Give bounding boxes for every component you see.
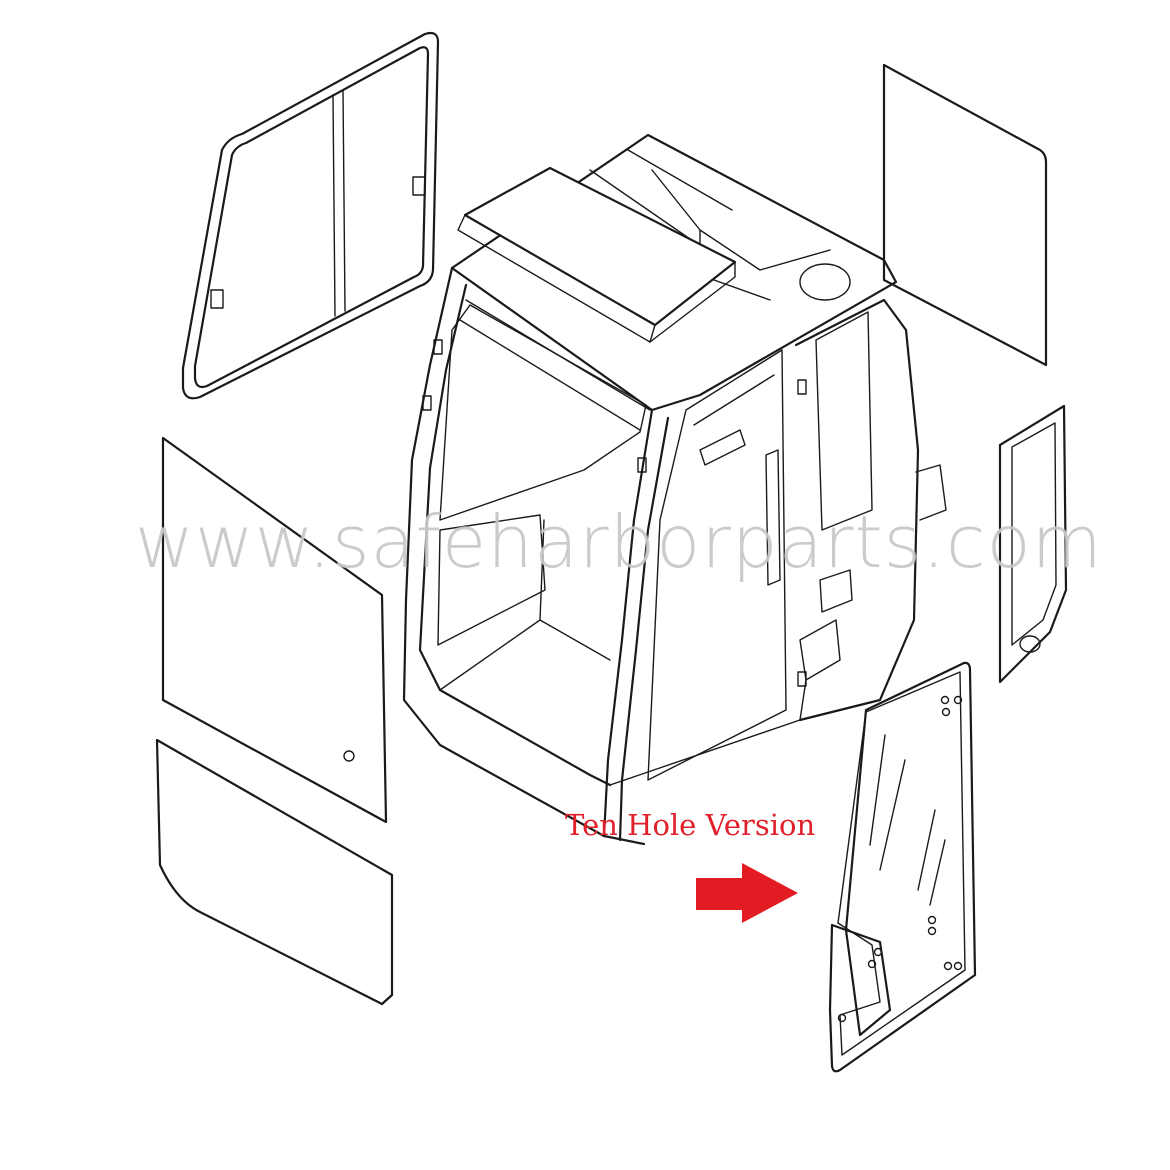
right-arrow-icon bbox=[696, 863, 798, 923]
roof-hatch-glass bbox=[457, 166, 737, 343]
watermark-text: www.safeharborparts.com bbox=[135, 500, 1103, 584]
cab-frame bbox=[402, 133, 947, 846]
side-window-glass bbox=[998, 404, 1068, 684]
door-glass bbox=[828, 661, 977, 1073]
front-lower-glass bbox=[155, 738, 394, 1006]
ten-hole-version-label: Ten Hole Version bbox=[565, 808, 816, 842]
front-upper-glass bbox=[161, 436, 388, 824]
sliding-window-frame bbox=[181, 31, 440, 400]
rear-right-glass bbox=[882, 63, 1048, 367]
